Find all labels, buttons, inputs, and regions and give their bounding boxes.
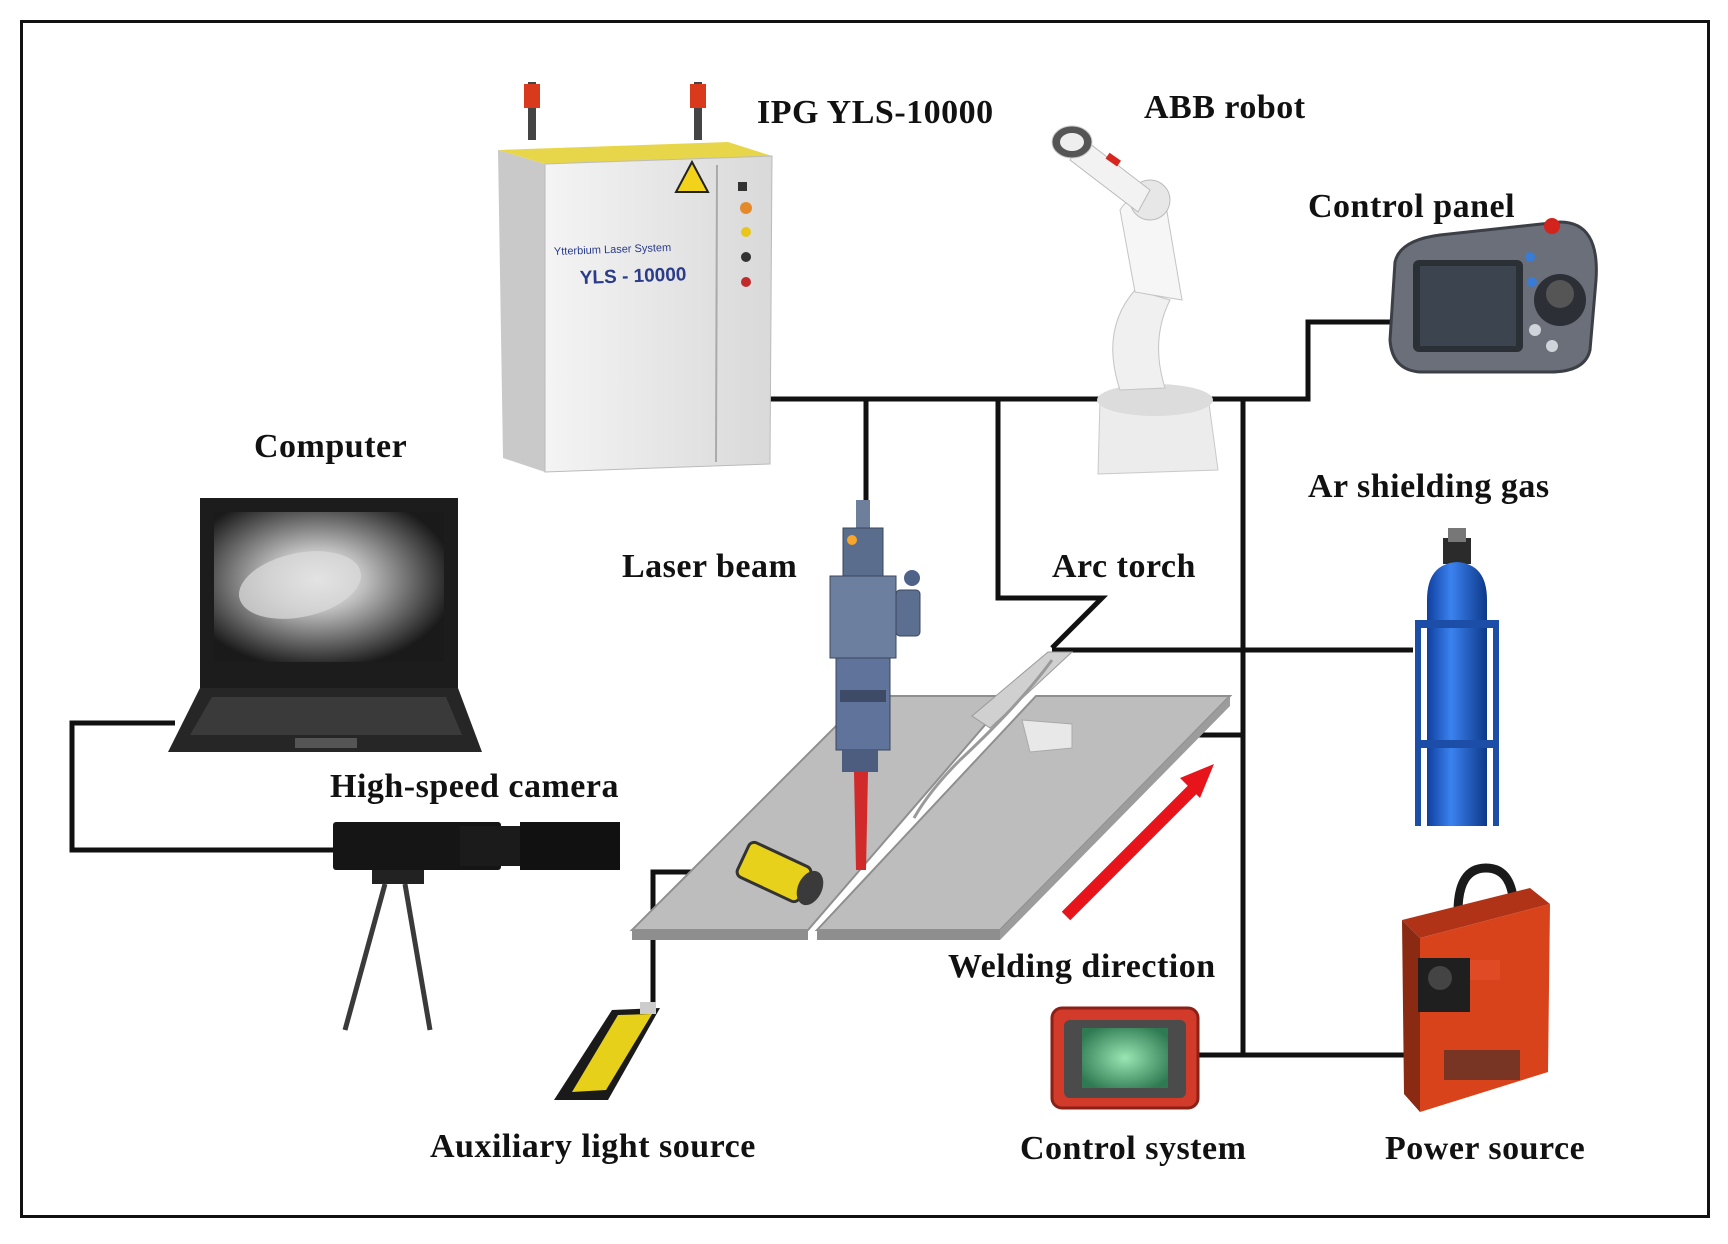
shielding-gas-label: Ar shielding gas xyxy=(1308,468,1550,505)
laser-head-image xyxy=(829,500,921,870)
welding-direction-label: Welding direction xyxy=(948,948,1216,985)
high-speed-camera-image xyxy=(333,822,620,1031)
control-system-image xyxy=(1050,1006,1200,1110)
cabinet-line2-text: YLS - 10000 xyxy=(579,264,686,289)
diagram-frame xyxy=(20,20,1710,1218)
laser-beam-label: Laser beam xyxy=(622,548,798,585)
control-panel-image xyxy=(1388,218,1598,374)
auxiliary-light-label: Auxiliary light source xyxy=(430,1128,756,1165)
control-system-label: Control system xyxy=(1020,1130,1247,1167)
welding-direction-arrow xyxy=(1061,764,1214,921)
torch-line xyxy=(995,399,1109,650)
control-panel-label: Control panel xyxy=(1308,188,1516,225)
arc-torch-label: Arc torch xyxy=(1052,548,1196,585)
arc-torch-image xyxy=(912,651,1074,819)
gas-cylinder-image xyxy=(1415,528,1499,826)
aux-light-lamp-on-plate xyxy=(735,840,824,906)
laser-cabinet-image: Ytterbium Laser System YLS - 10000 xyxy=(498,82,773,473)
abb-robot-image xyxy=(1051,125,1219,475)
high-speed-camera-label: High-speed camera xyxy=(330,768,619,805)
cabinet-line1-text: Ytterbium Laser System xyxy=(554,242,672,258)
laser-system-label: IPG YLS-10000 xyxy=(757,94,994,131)
computer-camera-line xyxy=(69,720,333,853)
auxiliary-light-source-image xyxy=(554,1002,660,1100)
computer-laptop-image xyxy=(168,498,482,752)
computer-label: Computer xyxy=(254,428,408,465)
power-source-label: Power source xyxy=(1385,1130,1586,1167)
robot-label: ABB robot xyxy=(1144,89,1306,126)
workpiece-plates xyxy=(629,695,1233,940)
main-bus-line xyxy=(770,319,1393,402)
power-source-image xyxy=(1402,863,1550,1112)
